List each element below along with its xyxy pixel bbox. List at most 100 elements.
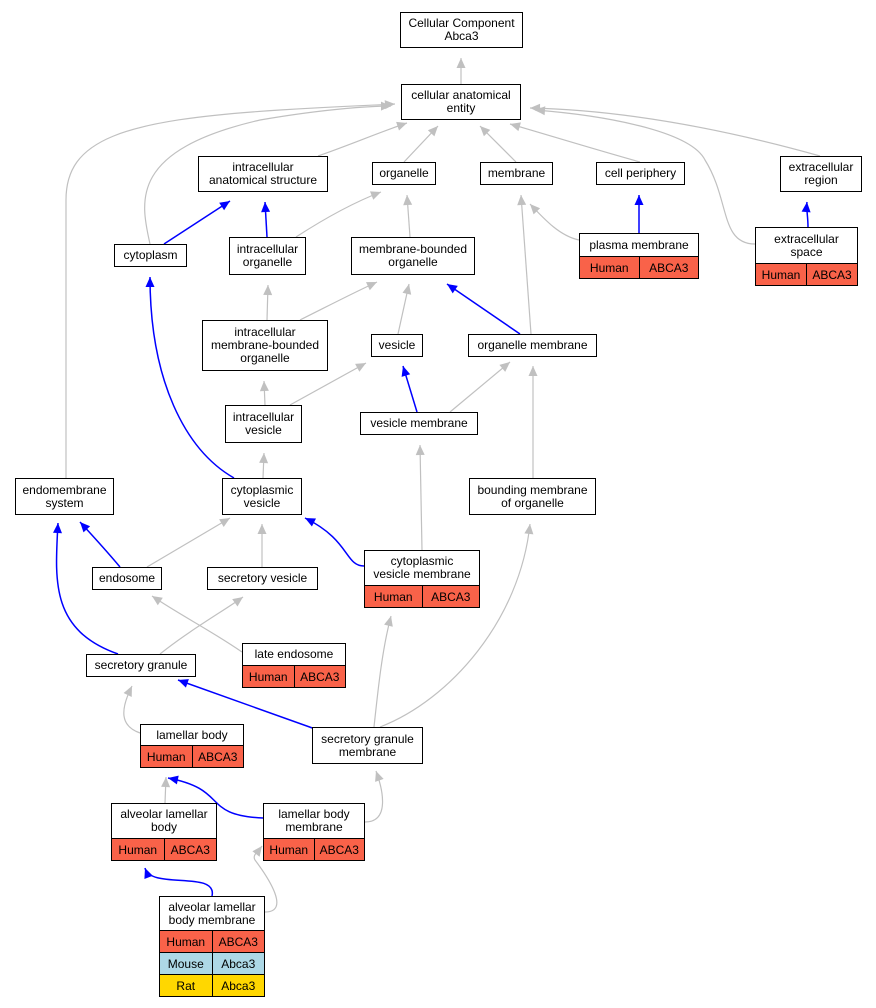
- arrowhead-endosome-cytoplasmicvesicle: [219, 518, 230, 527]
- gene-cell: ABCA3: [191, 746, 243, 767]
- species-cell: Mouse: [160, 953, 212, 974]
- edge-albm-alb: [144, 867, 213, 897]
- node-alveolar-lamellar-body[interactable]: alveolar lamellar body Human ABCA3: [111, 803, 217, 861]
- species-cell: Human: [160, 931, 212, 952]
- arrowhead-secretorygranule-secretoryvesicle: [232, 597, 243, 607]
- species-cell: Human: [264, 839, 314, 860]
- arrowhead-lbm-lamellarbody: [168, 775, 179, 785]
- arrowhead-vesiclemembrane-organellemembrane: [499, 362, 510, 372]
- node-extracellular-region[interactable]: extracellular region: [780, 156, 862, 192]
- node-lamellar-body[interactable]: lamellar body Human ABCA3: [140, 724, 244, 768]
- arrowhead-extracellularspace-cae: [535, 106, 546, 116]
- edge-ias-cae: [317, 122, 408, 157]
- node-vesicle[interactable]: vesicle: [371, 334, 423, 357]
- arrowhead-secretoryvesicle-cytoplasmicvesicle: [257, 524, 267, 534]
- arrowhead-ias-cae: [396, 121, 407, 131]
- annotation-row: Human ABCA3: [756, 263, 857, 285]
- node-bounding-membrane-of-organelle[interactable]: bounding membrane of organelle: [469, 478, 596, 515]
- edge-intracellularvesicle-vesicle: [289, 362, 367, 406]
- edge-sgm-boundingmembrane: [379, 523, 531, 728]
- edge-lateendosome-endosome: [151, 595, 243, 653]
- annotation-row: Human ABCA3: [580, 256, 698, 278]
- node-endomembrane-system[interactable]: endomembrane system: [15, 478, 114, 515]
- arrowhead-sgm-boundingmembrane: [524, 524, 534, 535]
- edge-sgm-cvm: [373, 615, 392, 728]
- node-intracellular-organelle[interactable]: intracellular organelle: [229, 237, 306, 275]
- arrowhead-endosome-endomembrane: [80, 522, 91, 533]
- node-secretory-granule[interactable]: secretory granule: [86, 654, 196, 677]
- arrowhead-vesicle-mbo: [402, 284, 412, 295]
- species-cell: Human: [243, 666, 294, 687]
- edge-extracellularspace-cae: [534, 109, 756, 245]
- node-cellular-anatomical-entity[interactable]: cellular anatomical entity: [401, 84, 521, 120]
- edge-vesiclemembrane-organellemembrane: [449, 361, 511, 413]
- node-cell-periphery[interactable]: cell periphery: [596, 162, 685, 185]
- node-cytoplasmic-vesicle-membrane[interactable]: cytoplasmic vesicle membrane Human ABCA3: [364, 550, 480, 608]
- arrowhead-plasmamembrane-cellperiphery: [634, 195, 644, 205]
- edge-secretorygranule-endomembrane: [55, 522, 119, 655]
- species-cell: Human: [365, 586, 422, 607]
- node-secretory-vesicle[interactable]: secretory vesicle: [207, 567, 318, 590]
- node-plasma-membrane[interactable]: plasma membrane Human ABCA3: [579, 233, 699, 279]
- edge-cvm-vesiclemembrane: [419, 444, 423, 551]
- arrowhead-imbo-intracellularorganelle: [263, 285, 273, 296]
- gene-cell: ABCA3: [211, 931, 264, 952]
- arrowhead-organellemembrane-mbo: [447, 284, 458, 294]
- node-extracellular-space[interactable]: extracellular space Human ABCA3: [755, 227, 858, 286]
- node-organelle-membrane[interactable]: organelle membrane: [468, 334, 597, 357]
- arrowhead-intracellularorganelle-organelle: [370, 191, 381, 200]
- node-cytoplasmic-vesicle[interactable]: cytoplasmic vesicle: [222, 478, 302, 515]
- edge-organellemembrane-mbo: [446, 283, 521, 335]
- arrowhead-cvm-cytoplasmicvesicle: [305, 518, 316, 527]
- edge-organellemembrane-membrane: [520, 194, 532, 335]
- node-lamellar-body-membrane[interactable]: lamellar body membrane Human ABCA3: [263, 803, 365, 861]
- node-intracellular-vesicle[interactable]: intracellular vesicle: [225, 405, 302, 443]
- arrowhead-lamellarbody-secretorygranule: [123, 686, 132, 697]
- node-cytoplasm[interactable]: cytoplasm: [114, 244, 187, 267]
- annotation-row: Mouse Abca3: [160, 952, 264, 974]
- edge-cytoplasmicvesicle-cytoplasm: [149, 276, 235, 479]
- arrowhead-membrane-cae: [480, 126, 491, 137]
- gene-cell: Abca3: [211, 953, 264, 974]
- node-late-endosome[interactable]: late endosome Human ABCA3: [242, 643, 346, 688]
- edge-intracellularorganelle-organelle: [295, 191, 382, 238]
- gene-cell: ABCA3: [293, 666, 345, 687]
- arrowhead-cvm-vesiclemembrane: [415, 445, 425, 456]
- arrowhead-sgm-secretorygranule: [178, 679, 189, 688]
- gene-cell: ABCA3: [313, 839, 364, 860]
- edge-endosome-cytoplasmicvesicle: [146, 517, 231, 568]
- node-secretory-granule-membrane[interactable]: secretory granule membrane: [312, 727, 423, 764]
- node-vesicle-membrane[interactable]: vesicle membrane: [360, 412, 478, 435]
- gene-cell: ABCA3: [806, 264, 857, 285]
- species-cell: Human: [141, 746, 192, 767]
- node-endosome[interactable]: endosome: [92, 567, 162, 590]
- arrowhead-lbm-sgm: [375, 771, 384, 782]
- arrowhead-alb-lamellarbody: [161, 777, 171, 788]
- edge-imbo-mbo: [299, 281, 378, 321]
- edge-secretorygranule-secretoryvesicle: [159, 596, 244, 655]
- node-intracellular-anatomical-structure[interactable]: intracellular anatomical structure: [198, 156, 328, 192]
- node-membrane[interactable]: membrane: [480, 162, 553, 185]
- edge-cellperiphery-cae: [509, 123, 641, 163]
- arrowhead-cytoplasmicvesicle-cytoplasm: [145, 277, 155, 287]
- node-membrane-bounded-organelle[interactable]: membrane-bounded organelle: [351, 237, 475, 275]
- arrowhead-sgm-cvm: [384, 616, 393, 627]
- arrowhead-imbo-mbo: [366, 282, 377, 291]
- node-cellular-component-root[interactable]: Cellular Component Abca3: [400, 12, 523, 48]
- arrowhead-plasmamembrane-membrane: [530, 204, 541, 215]
- arrowhead-lateendosome-endosome: [152, 596, 163, 606]
- species-cell: Rat: [160, 975, 212, 996]
- gene-cell: ABCA3: [421, 586, 479, 607]
- node-organelle[interactable]: organelle: [372, 162, 436, 185]
- gene-cell: Abca3: [211, 975, 264, 996]
- species-cell: Human: [756, 264, 806, 285]
- node-alveolar-lamellar-body-membrane[interactable]: alveolar lamellar body membrane Human AB…: [159, 896, 265, 997]
- edge-sgm-secretorygranule: [177, 679, 319, 731]
- species-cell: Human: [580, 257, 639, 278]
- species-cell: Human: [112, 839, 164, 860]
- arrowhead-albm-alb: [144, 868, 153, 879]
- edge-cytoplasm-cae: [144, 105, 392, 245]
- node-intracellular-membrane-bounded-organelle[interactable]: intracellular membrane-bounded organelle: [202, 320, 328, 371]
